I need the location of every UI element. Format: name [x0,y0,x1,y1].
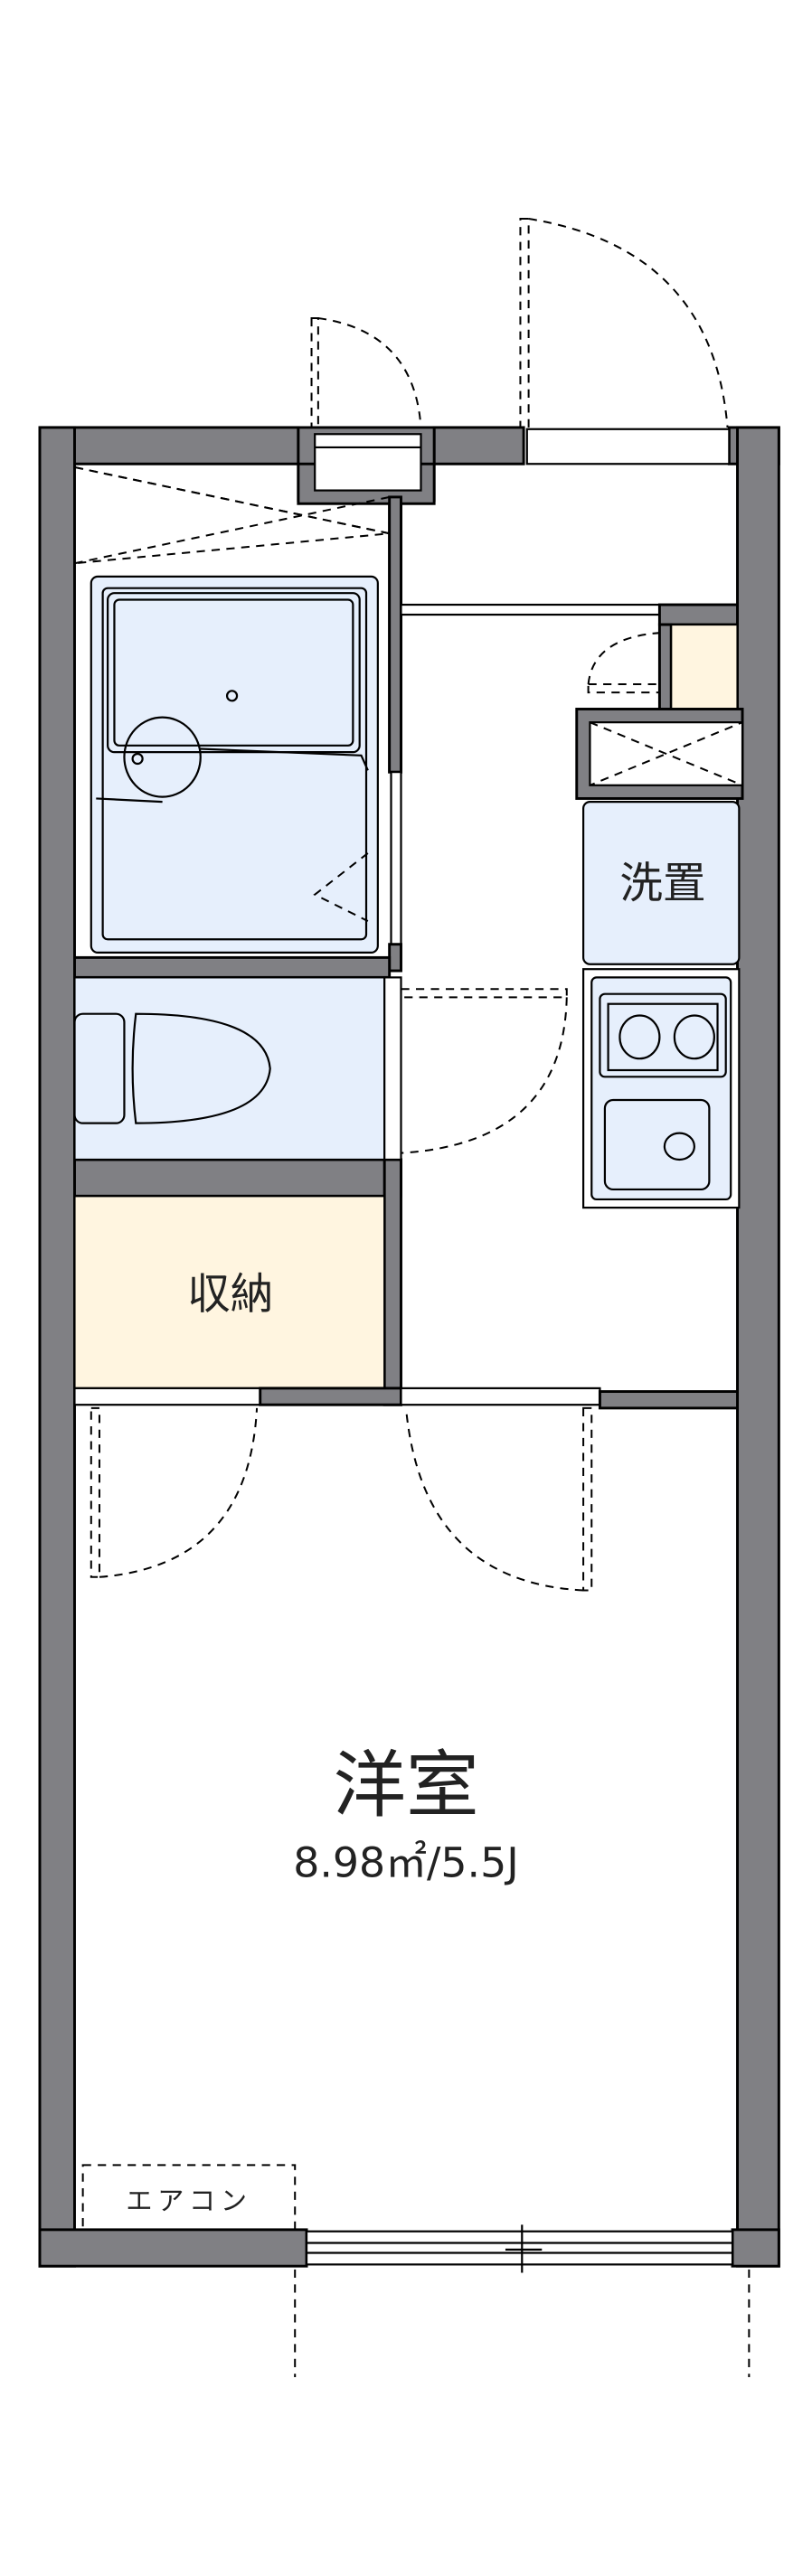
washer-label: 洗置 [619,859,705,908]
storage-room [73,1195,386,1389]
cabinet-door-swing [587,632,661,694]
toilet-room [73,976,386,1161]
storage-label: 収納 [187,1270,273,1320]
vent-box [314,433,422,492]
storage-door-swing [90,1406,259,1578]
bathtub-unit [90,575,379,954]
entrance-door-swing [519,218,729,428]
room-door-swing [404,1406,593,1592]
shoe-cabinet [670,623,739,710]
toilet-door-swing [400,988,568,1154]
entrance-opening[interactable] [525,428,731,465]
bath-door-frame [390,771,402,945]
bath-window-swing [310,316,422,428]
outer-walls [38,426,780,2268]
stove-icon [599,992,727,1078]
kitchen-unit [581,968,741,1209]
balcony-window[interactable] [305,2224,734,2273]
toilet-door-frame[interactable] [383,976,402,1161]
aircon-label: エアコン [126,2186,251,2216]
toilet-icon [131,1012,271,1124]
room-label: 洋室 [333,1744,478,1829]
room-area: 8.98㎡/5.5J [293,1838,519,1887]
bath-ceiling-dryer [73,465,390,565]
aircon-box [81,2164,297,2231]
washer-space [581,801,741,965]
sink-icon [603,1098,711,1191]
